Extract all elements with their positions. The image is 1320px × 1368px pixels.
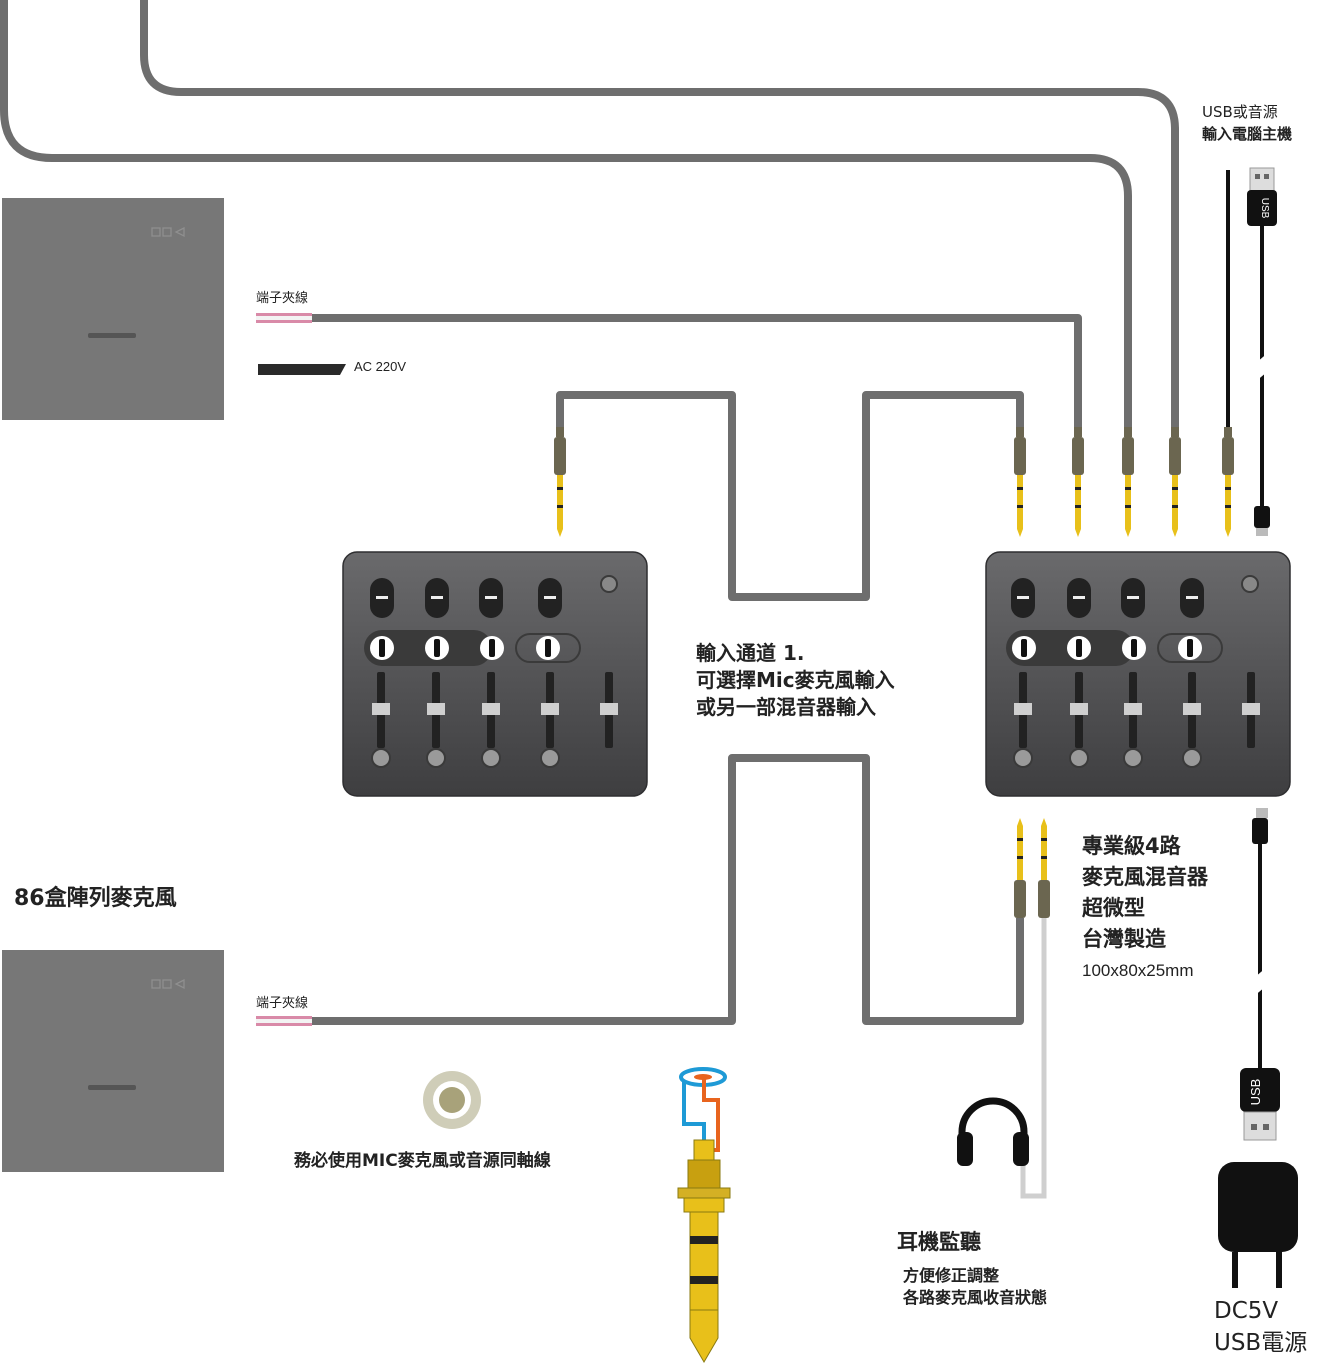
terminal-wire-bottom (256, 1016, 312, 1026)
mic-box-indicator-icon (151, 978, 185, 990)
usb-plug-text: USB (1259, 198, 1270, 219)
mixer-faders (1014, 672, 1260, 748)
mixer-gain-knobs (1011, 578, 1204, 618)
coax-note: 務必使用MIC麥克風或音源同軸線 (294, 1151, 551, 1171)
power-label: DC5V USB電源 (1214, 1298, 1308, 1356)
channel-select-knob (1157, 633, 1223, 663)
cable-top-outer (0, 0, 1132, 435)
mixer-left (342, 551, 648, 797)
mic-box-bottom (2, 950, 224, 1172)
mixer-right (985, 551, 1291, 797)
terminal-wire-top (256, 313, 312, 323)
mic-box-indicator-icon (151, 226, 185, 238)
mixer-gain-knobs (370, 578, 562, 618)
input-channel-label: 輸入通道 1. 可選擇Mic麥克風輸入 或另一部混音器輸入 (696, 641, 895, 719)
cables (0, 0, 1179, 1025)
headphone-desc: 方便修正調整 各路麥克風收音狀態 (903, 1266, 1048, 1307)
headphones-icon (957, 1097, 1029, 1166)
usb-a-plug-power: USB (1240, 1068, 1280, 1141)
cable-top-inner (140, 0, 1179, 435)
plugs-top (554, 427, 1234, 537)
mixer-leds (1013, 748, 1202, 768)
trs-plug-illustration (677, 1067, 731, 1363)
ac-220v-label: AC 220V (354, 359, 407, 374)
terminal-wire-top-label: 端子夾線 (256, 291, 309, 306)
terminal-wire-bottom-label: 端子夾線 (256, 996, 309, 1011)
plugs-bottom (1014, 818, 1050, 918)
mixer-description: 專業級4路 麥克風混音器 超微型 台灣製造 (1082, 834, 1208, 951)
mixer-faders (372, 672, 618, 748)
cable-terminal-top (310, 314, 1082, 435)
cable-terminal-bottom (310, 754, 1024, 1025)
headphone-title: 耳機監聽 (897, 1230, 981, 1254)
usb-micro-plug-power (1252, 808, 1268, 844)
box86-array-mic-label: 86盒陣列麥克風 (14, 886, 177, 911)
usb-a-plug-top: USB (1247, 167, 1277, 226)
mic-box-top (2, 198, 224, 420)
usb-micro-plug (1254, 506, 1270, 536)
mixer-leds (371, 748, 560, 768)
ac-220v-wire (258, 364, 346, 375)
channel-select-knob (515, 633, 581, 663)
mixer-dimensions: 100x80x25mm (1082, 961, 1194, 980)
cable-link-left (556, 391, 1024, 601)
coax-cable-icon (423, 1071, 481, 1129)
power-adapter-icon (1218, 1162, 1298, 1288)
usb-or-audio-label: USB或音源 輸入電腦主機 (1202, 103, 1293, 143)
usb-plug-text: USB (1248, 1079, 1263, 1106)
